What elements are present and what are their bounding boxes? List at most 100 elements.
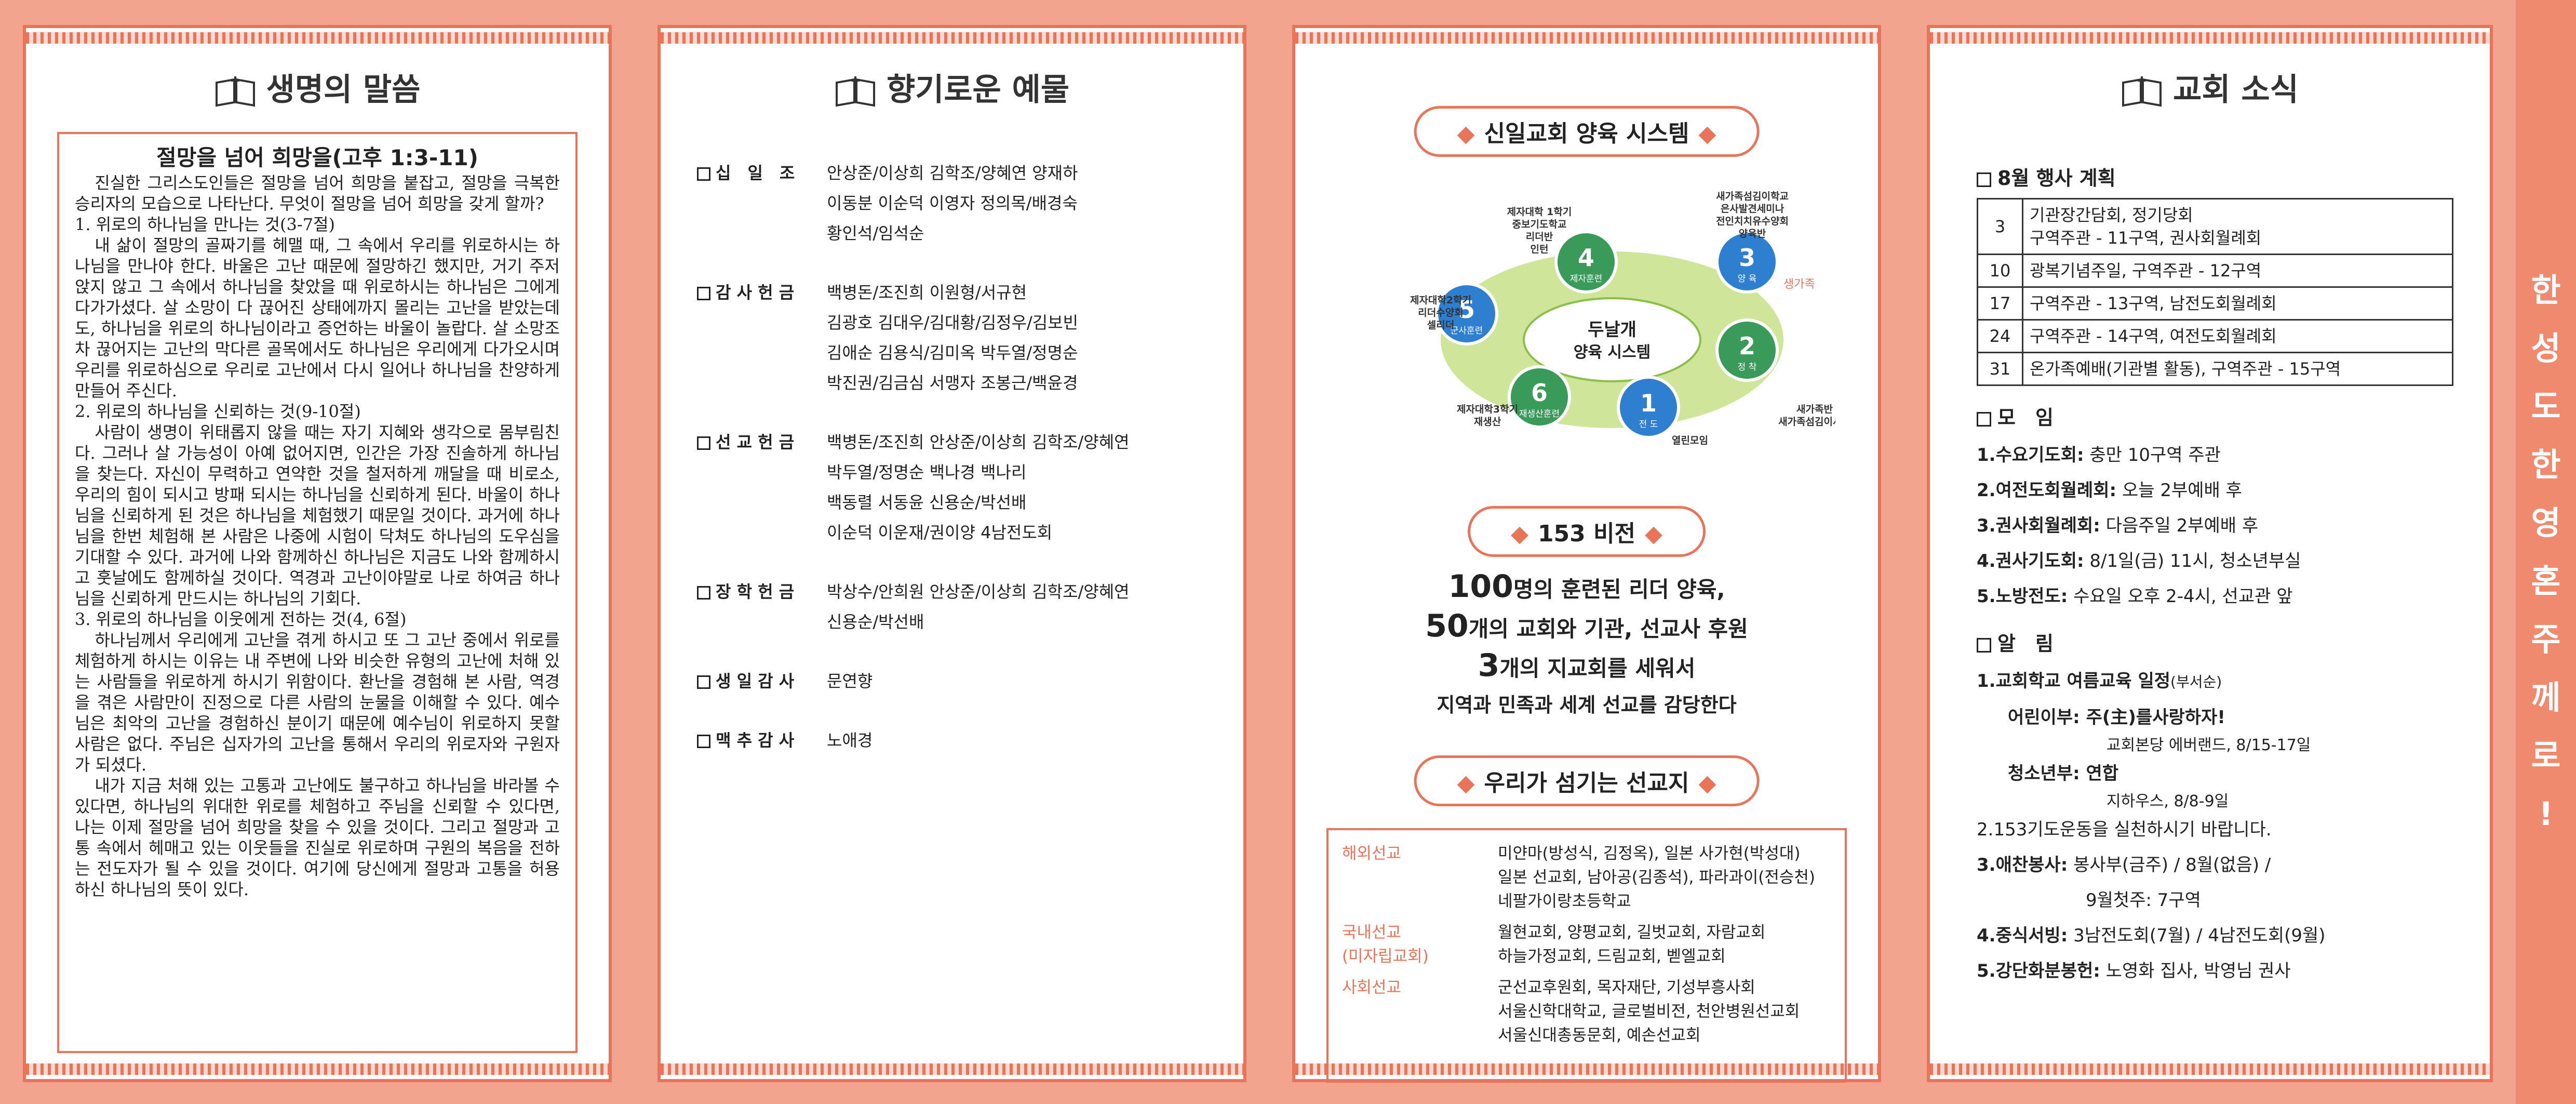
sermon-paragraph: 사람이 생명이 위태롭지 않을 때는 자기 지혜와 생각으로 몸부림친다. 그러… (75, 422, 560, 608)
step-number: 1 (1640, 389, 1657, 417)
offering-label: 십 일 조 (697, 158, 827, 248)
notice-1a-key: 어린이부: (2008, 707, 2080, 728)
offering-label-text: 생 일 감 사 (716, 671, 795, 691)
step-name: 재생산훈련 (1519, 409, 1560, 419)
event-line: 기관장간담회, 정기당회 (2030, 205, 2193, 225)
sermon-paragraph: 하나님께서 우리에게 고난을 겪게 하시고 또 그 고난 중에서 위로를 체험하… (75, 630, 560, 775)
offering-name-line: 신용순/박선배 (827, 612, 924, 632)
step-circle (1554, 230, 1618, 294)
side-tab-char: 혼 (2531, 562, 2561, 600)
mission-line: 네팔가이랑초등학교 (1498, 892, 1631, 911)
event-line: 구역주관 - 14구역, 여전도회월례회 (2030, 326, 2277, 346)
event-detail: 온가족예배(기관별 활동), 구역주관 - 15구역 (2022, 352, 2453, 386)
notice-1a-val: 주(主)를사랑하자! (2079, 707, 2225, 728)
step-description: 새가족섬김이사역 (1778, 416, 1835, 428)
step-number: 5 (1458, 296, 1475, 324)
offering-label: 생 일 감 사 (697, 666, 827, 696)
panel-sermon: 생명의 말씀 절망을 넘어 희망을(고후 1:3-11) 진실한 그리스도인들은… (0, 0, 635, 1104)
notices-heading: 알 림 (1977, 628, 2453, 656)
vision-text-part: 지역과 민족과 세계 선교를 감당한다 (1437, 694, 1737, 716)
meeting-value: 오늘 2부예배 후 (2116, 480, 2242, 501)
event-detail: 구역주관 - 14구역, 여전도회월례회 (2022, 319, 2453, 353)
event-day: 31 (1977, 352, 2023, 386)
offering-names: 문연향 (827, 666, 1212, 696)
meeting-value: 수요일 오후 2-4시, 선교관 앞 (2068, 586, 2293, 607)
meeting-value: 다음주일 2부예배 후 (2100, 515, 2259, 536)
checkbox-icon (697, 675, 710, 689)
system-title-pill: ◆신일교회 양육 시스템◆ (1414, 106, 1760, 157)
offering-label-text: 맥 추 감 사 (716, 730, 795, 750)
bible-icon (215, 76, 255, 107)
offering-label: 장 학 헌 금 (697, 577, 827, 637)
offering-name-line: 백병돈/조진희 안상준/이상희 김학조/양혜연 (827, 432, 1130, 452)
mission-title-pill: ◆우리가 섬기는 선교지◆ (1414, 755, 1760, 806)
notice-3: 3.애찬봉사: 봉사부(금주) / 8월(없음) / (1977, 847, 2453, 883)
offering-name-line: 황인석/임석순 (827, 223, 924, 243)
diamond-icon: ◆ (1645, 521, 1662, 547)
event-day: 10 (1977, 254, 2023, 288)
meeting-key: 1.수요기도회: (1977, 445, 2084, 465)
notice-1a-detail: 교회본당 에버랜드, 8/15-17일 (2107, 736, 2311, 754)
sermon-paragraph: 진실한 그리스도인들은 절망을 넘어 희망을 붙잡고, 절망을 극복한 승리자의… (75, 173, 560, 214)
offering-row: 생 일 감 사 문연향 (697, 666, 1212, 696)
mission-label-line: (미자립교회) (1342, 947, 1429, 966)
mission-title: 우리가 섬기는 선교지 (1484, 770, 1689, 796)
section-title: 생명의 말씀 (26, 64, 609, 110)
border-strip (26, 32, 609, 44)
notice-1b-detail: 지하우스, 8/8-9일 (2107, 792, 2229, 810)
meeting-item: 1.수요기도회: 충만 10구역 주관 (1977, 437, 2453, 473)
event-line: 구역주관 - 11구역, 권사회월례회 (2030, 228, 2262, 248)
events-heading-text: 8월 행사 계획 (1997, 167, 2116, 190)
notice-3-key: 3.애찬봉사: (1977, 855, 2068, 875)
offering-name-line: 이동분 이순덕 이영자 정의목/배경숙 (827, 193, 1078, 213)
offering-label: 맥 추 감 사 (697, 725, 827, 755)
side-tab-char: 한 (2531, 445, 2561, 484)
notice-1b: 청소년부: 연합 (1977, 756, 2453, 791)
step-circle (1715, 230, 1779, 294)
system-title: 신일교회 양육 시스템 (1484, 121, 1689, 147)
mission-label: 사회선교 (1342, 976, 1498, 1047)
meetings-heading-text: 모 임 (1997, 406, 2054, 429)
checkbox-icon (697, 287, 710, 300)
meeting-item: 3.권사회월례회: 다음주일 2부예배 후 (1977, 508, 2453, 543)
side-tab-char: 영 (2531, 503, 2561, 542)
notice-4-key: 4.중식서빙: (1977, 925, 2068, 946)
step-description: 인턴 (1531, 244, 1549, 255)
section-title-text: 교회 소식 (2173, 72, 2299, 108)
bible-icon (835, 76, 875, 107)
step-circle (1617, 376, 1680, 439)
notice-3-val: 봉사부(금주) / 8월(없음) / (2068, 855, 2271, 875)
mission-line: 군선교후원회, 목자재단, 기성부흥사회 (1498, 978, 1755, 997)
event-line: 온가족예배(기관별 활동), 구역주관 - 15구역 (2030, 359, 2341, 379)
center-label-2: 양육 시스템 (1574, 343, 1651, 362)
notice-1: 1.교회학교 여름교육 일정(부서순) (1977, 663, 2453, 700)
mission-label: 해외선교 (1342, 842, 1498, 913)
checkbox-icon (697, 735, 710, 748)
vision-text-part: 개의 교회와 기관, 선교사 후원 (1468, 616, 1748, 642)
offering-name-line: 백동렬 서동윤 신용순/박선배 (827, 493, 1027, 512)
side-tab-char: 도 (2531, 387, 2561, 425)
diagram-center (1523, 297, 1701, 382)
step-circle (1715, 318, 1779, 382)
offering-names: 노애경 (827, 725, 1212, 755)
mission-line: 서울신대총동문회, 예손선교회 (1498, 1026, 1701, 1045)
meeting-key: 2.여전도회월례회: (1977, 480, 2117, 501)
mission-line: 월현교회, 양평교회, 길벗교회, 자람교회 (1498, 923, 1766, 942)
diamond-icon: ◆ (1698, 121, 1716, 147)
